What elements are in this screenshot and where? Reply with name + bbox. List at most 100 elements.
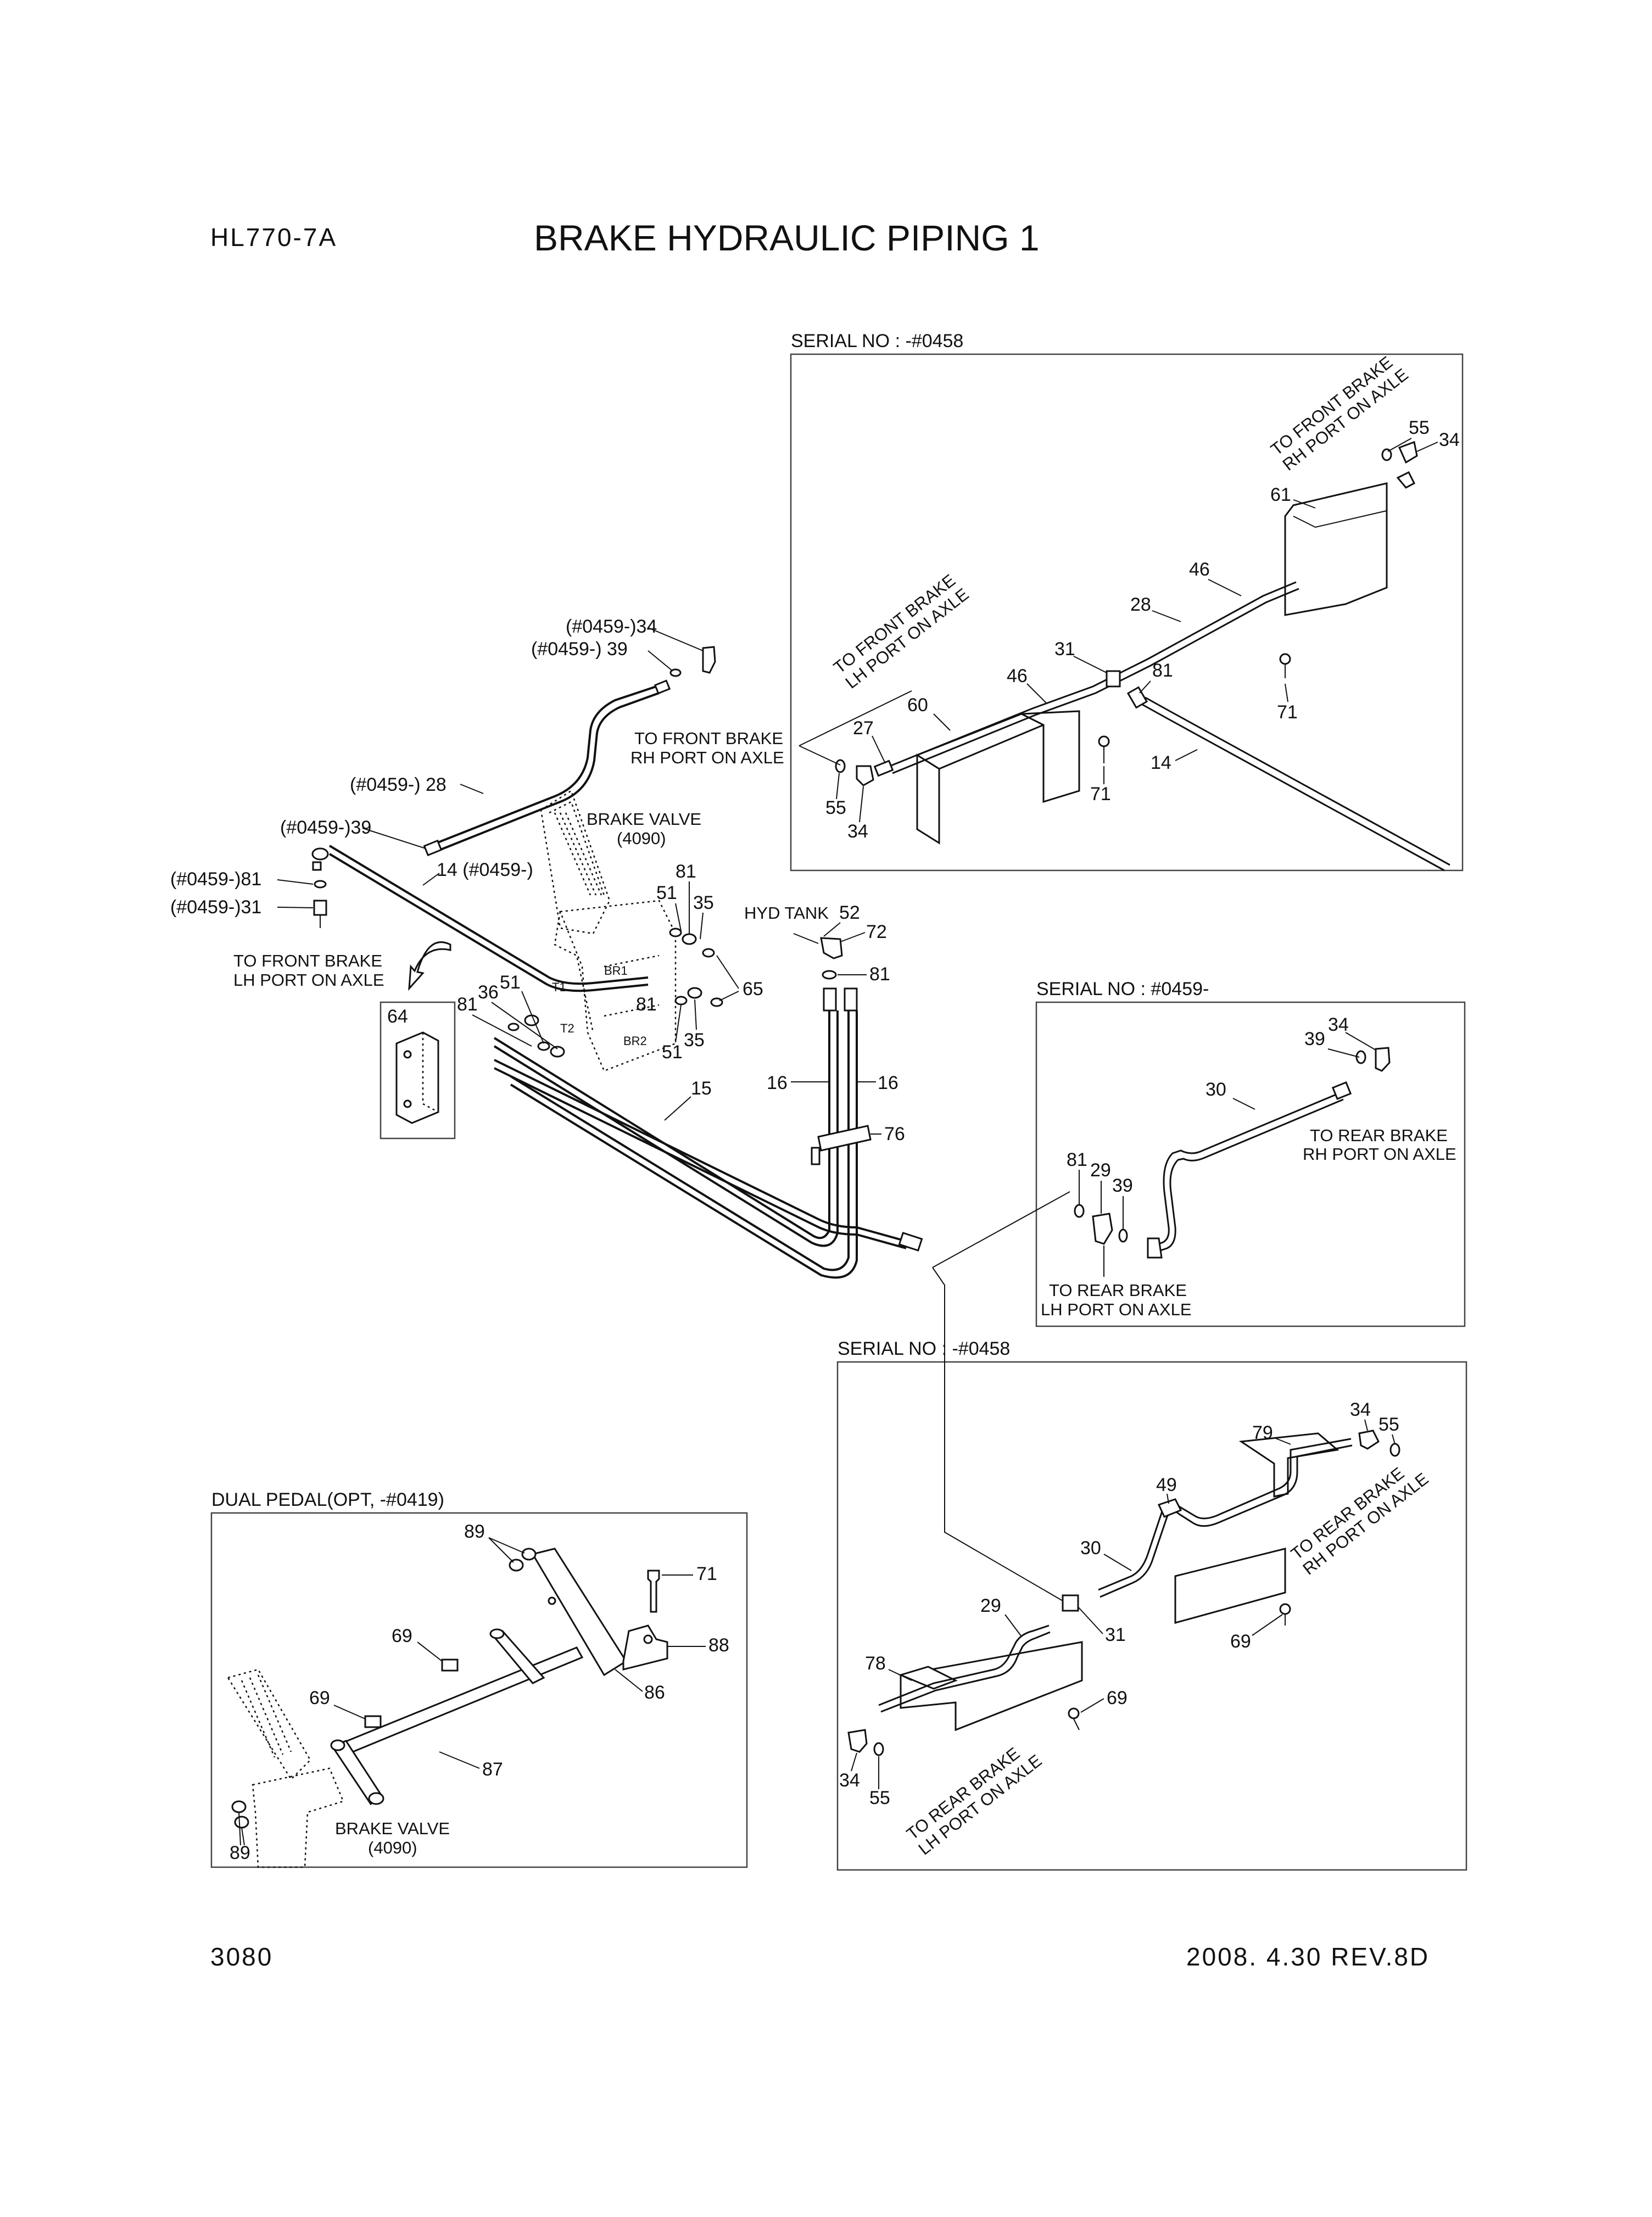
- clamp-64-detail: [379, 1001, 456, 1140]
- callout-16-left: 16: [767, 1073, 788, 1093]
- callout-89-dual-low: 89: [230, 1842, 250, 1863]
- callout-86: 86: [644, 1682, 665, 1703]
- callout-46-front-top: 46: [1189, 559, 1210, 580]
- callout-60: 60: [907, 695, 928, 716]
- pipe-14-front: [1145, 696, 1450, 866]
- rear-old-panel: [836, 1361, 1467, 1871]
- brake-valve-note-1: BRAKE VALVE: [587, 809, 701, 829]
- callout-89-dual-top: 89: [464, 1521, 485, 1542]
- pipe-16-b: [510, 1010, 850, 1271]
- revision-date: 2008. 4.30 REV.8D: [1186, 1942, 1430, 1971]
- callout-39-new-top: 39: [1304, 1029, 1325, 1049]
- callout-34-new: 34: [1328, 1014, 1349, 1035]
- pipe-28: [436, 685, 657, 844]
- callout-16-right: 16: [878, 1073, 898, 1093]
- callout-55-front-low: 55: [825, 797, 846, 818]
- tee-fitting-31-old: [1062, 1594, 1079, 1612]
- callout-31-main: (#0459-)31: [170, 897, 261, 918]
- clamp-76: [817, 1125, 872, 1152]
- to-rear-lh-new-2: LH PORT ON AXLE: [1041, 1300, 1192, 1319]
- callout-36: 36: [478, 982, 499, 1003]
- pipe-30-new: [1150, 1092, 1341, 1248]
- fitting-28-end: [423, 839, 443, 857]
- rear-new-panel: [1035, 1001, 1466, 1327]
- bracket-78: [900, 1641, 1083, 1732]
- dual-pedal-drawing: [227, 1548, 668, 1868]
- callout-81-tank: 81: [869, 964, 890, 985]
- bracket-88: [622, 1624, 668, 1671]
- callout-72: 72: [866, 922, 887, 942]
- callout-28-front: 28: [1130, 594, 1151, 615]
- callout-34-front-top: 34: [1439, 429, 1460, 450]
- rear-new-callouts: 34 39 30 81 29 39 TO REAR BRAKE RH PORT …: [1041, 1014, 1456, 1319]
- pipe-30-old: [1098, 1438, 1352, 1591]
- callout-29-old: 29: [980, 1595, 1001, 1616]
- callout-79: 79: [1252, 1422, 1273, 1443]
- callout-51-valve-low: 51: [662, 1042, 683, 1063]
- elbow-34-new: [1375, 1047, 1391, 1072]
- front-panel-serial: SERIAL NO : -#0458: [791, 331, 963, 351]
- port-br1-label: BR1: [604, 964, 628, 978]
- callout-81-valve-top: 81: [676, 861, 696, 882]
- bracket-61: [1284, 482, 1388, 616]
- elbow-34-old-low: [847, 1729, 868, 1753]
- elbow-fitting-72: [820, 937, 843, 959]
- dual-pedal-panel-title: DUAL PEDAL(OPT, -#0419): [211, 1489, 444, 1510]
- callout-31-front: 31: [1054, 639, 1075, 660]
- callout-51-valve-top: 51: [656, 883, 677, 903]
- callout-52: 52: [839, 902, 860, 923]
- callout-88: 88: [708, 1635, 729, 1656]
- callout-30-new: 30: [1205, 1079, 1226, 1100]
- callout-46-front-low: 46: [1007, 666, 1028, 686]
- callout-81-main: (#0459-)81: [170, 869, 261, 890]
- callout-39-new-low: 39: [1112, 1175, 1133, 1196]
- rear-new-panel-serial: SERIAL NO : #0459-: [1036, 979, 1209, 999]
- elbow-fitting-new: [1147, 1237, 1163, 1259]
- callout-55-front-top: 55: [1409, 417, 1430, 438]
- callout-69-old-left: 69: [1107, 1688, 1128, 1708]
- pipe-29-old: [878, 1624, 1050, 1706]
- bolt-69-dual-a: [441, 1658, 459, 1672]
- callout-14-front: 14: [1151, 752, 1171, 773]
- bolt-71-dual: [647, 1570, 660, 1613]
- model-number: HL770-7A: [210, 223, 338, 252]
- tee-fitting-31-front: [1106, 670, 1121, 688]
- nut-89-a: [521, 1548, 537, 1561]
- callout-81-valve-mid: 81: [636, 994, 657, 1015]
- page-title: BRAKE HYDRAULIC PIPING 1: [534, 217, 1040, 258]
- brake-valve-dual-note-2: (4090): [368, 1838, 417, 1857]
- arrow-to-detail: [408, 941, 451, 991]
- page-number: 3080: [210, 1942, 274, 1971]
- to-front-rh-note-1: TO FRONT BRAKE: [634, 729, 783, 748]
- elbow-34-old-top: [1358, 1429, 1380, 1450]
- callout-30-old: 30: [1080, 1538, 1101, 1559]
- callout-15: 15: [691, 1078, 712, 1099]
- to-front-lh-note-2: LH PORT ON AXLE: [233, 970, 384, 990]
- callout-69-old-right: 69: [1230, 1631, 1251, 1652]
- callout-81-new: 81: [1067, 1149, 1087, 1170]
- callout-81-t2: 81: [457, 994, 478, 1015]
- callout-71-front-left: 71: [1090, 784, 1111, 805]
- to-front-lh-note-1: TO FRONT BRAKE: [233, 951, 382, 970]
- tee-fitting-31: [313, 900, 327, 916]
- main-assembly: BR1 T1 T2 BR2: [311, 646, 1070, 1601]
- callout-87: 87: [482, 1759, 503, 1780]
- callout-39-main: (#0459-) 39: [531, 639, 628, 660]
- elbow-34: [702, 646, 716, 674]
- callout-55-old-low: 55: [869, 1788, 890, 1808]
- callout-14-main: 14 (#0459-): [437, 859, 533, 880]
- callout-65: 65: [743, 979, 763, 999]
- callout-81-front: 81: [1152, 660, 1173, 681]
- callout-31-old: 31: [1105, 1624, 1126, 1645]
- callout-51-t1: 51: [500, 972, 521, 993]
- callout-69-dual-low: 69: [309, 1688, 330, 1708]
- bracket-79-plate: [1174, 1548, 1286, 1624]
- callout-27: 27: [853, 718, 874, 739]
- callout-49: 49: [1156, 1475, 1177, 1495]
- bolt-69-dual-b: [364, 1715, 382, 1728]
- elbow-34-front: [856, 765, 874, 786]
- fitting-28-top: [654, 679, 671, 695]
- port-br2-label: BR2: [623, 1034, 647, 1048]
- to-rear-rh-new-1: TO REAR BRAKE: [1310, 1126, 1448, 1145]
- to-rear-lh-new-1: TO REAR BRAKE: [1049, 1281, 1187, 1300]
